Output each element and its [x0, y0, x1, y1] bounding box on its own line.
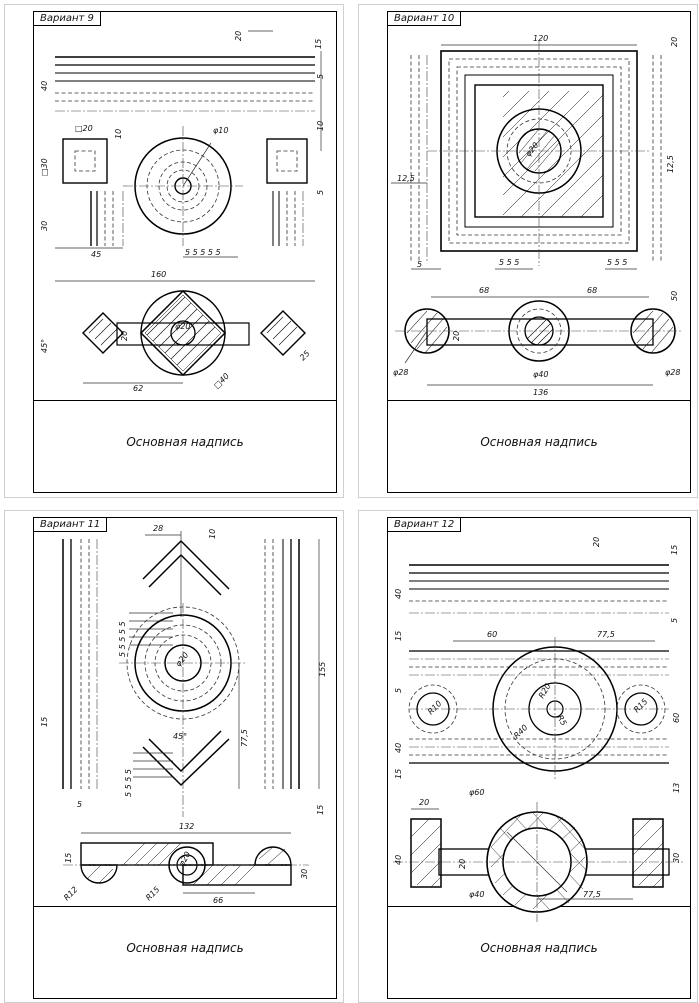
dim-12-5-right: 12,5: [666, 155, 675, 173]
dim-555-left: 5 5 5: [499, 258, 519, 267]
dim-77-5: 77,5: [240, 729, 249, 747]
dim-5: 5: [77, 800, 82, 809]
dim-66: 66: [213, 896, 223, 905]
dim-phi10: φ10: [213, 126, 228, 135]
dim-phi60: φ60: [469, 788, 484, 797]
dim-r40: R40: [512, 723, 530, 741]
title-block: Основная надпись: [34, 400, 336, 493]
dim-40: 40: [40, 81, 49, 91]
sheet-variant-10: Вариант 10 Основная надпись 120 20: [358, 4, 698, 498]
dim-160: 160: [151, 270, 166, 279]
drawing-variant-10: 120 20 φ20: [391, 34, 683, 397]
dim-30: 30: [300, 869, 309, 879]
variant-title: Вариант 12: [388, 518, 462, 532]
dim-68-left: 68: [479, 286, 489, 295]
dim-60: 60: [487, 630, 497, 639]
title-block-label: Основная надпись: [480, 435, 598, 449]
dim-132: 132: [179, 822, 194, 831]
dim-r12: R12: [62, 885, 80, 903]
dim-155: 155: [318, 662, 327, 677]
title-block: Основная надпись: [34, 906, 336, 999]
dim-120: 120: [533, 34, 548, 43]
dim-sq30: □30: [40, 158, 49, 176]
dim-5-series-bottom: 5 5 5 5: [124, 769, 133, 797]
dim-20-top: 20: [592, 537, 601, 547]
drawing-variant-12: 20 15 40 5 15 60 77,5: [393, 537, 683, 922]
variant-title: Вариант 11: [34, 518, 108, 532]
dim-r10: R10: [426, 699, 444, 717]
dim-77-5: 77,5: [597, 630, 615, 639]
dim-sq40: □40: [212, 371, 231, 390]
dim-68-right: 68: [587, 286, 597, 295]
dim-10-left: 10: [114, 129, 123, 139]
title-block: Основная надпись: [388, 400, 690, 493]
title-block-label: Основная надпись: [126, 435, 244, 449]
dim-20: 20: [670, 37, 679, 47]
dim-5-right: 5: [316, 74, 325, 79]
dim-45deg: 45°: [173, 732, 187, 741]
dim-20-bottom: 20: [120, 331, 129, 341]
dim-r20: R20: [537, 682, 553, 700]
dim-30: 30: [40, 221, 49, 231]
dim-5-series: 5 5 5 5 5: [185, 248, 221, 257]
dim-62: 62: [133, 384, 143, 393]
dim-40-left: 40: [394, 743, 403, 753]
variant-title: Вариант 10: [388, 12, 462, 26]
dim-phi40: φ40: [533, 370, 548, 379]
sheet-variant-12: Вариант 12 Основная надпись 20 15 40 5 1…: [358, 510, 698, 1003]
dim-10-right: 10: [316, 121, 325, 131]
dim-20-mid: 20: [458, 859, 467, 869]
dim-phi40: φ40: [469, 890, 484, 899]
drawing-variant-11: 28 10 155 15 5 5 5 5 5: [40, 524, 327, 905]
dim-15-left-bottom: 15: [394, 769, 403, 779]
dim-5-mid: 5: [316, 190, 325, 195]
variant-title: Вариант 9: [34, 12, 101, 26]
drawing-frame: Вариант 10 Основная надпись: [387, 11, 691, 493]
sheet-variant-11: Вариант 11 Основная надпись 28 10 15: [4, 510, 344, 1003]
dim-20: 20: [452, 331, 461, 341]
dim-45deg: 45°: [40, 339, 49, 353]
dim-15-left: 15: [394, 631, 403, 641]
dim-15-top: 15: [670, 545, 679, 555]
dim-r15: R15: [632, 697, 650, 715]
dim-30: 30: [672, 853, 681, 863]
dim-50: 50: [670, 291, 679, 301]
sheet-variant-9: Вариант 9 Основная надпись 20 15 40 5 10…: [4, 4, 344, 498]
dim-12-5-left: 12,5: [397, 174, 415, 183]
dim-15-top: 15: [314, 39, 323, 49]
dim-10: 10: [208, 529, 217, 539]
dim-phi28-left: φ28: [393, 368, 408, 377]
dim-5-top: 5: [670, 618, 679, 623]
dim-phi20: φ20: [174, 651, 191, 669]
dim-5-series-top: 5 5 5 5 5: [118, 621, 127, 657]
drawing-frame: Вариант 12 Основная надпись: [387, 517, 691, 999]
dim-15-right: 15: [316, 805, 325, 815]
dim-28: 28: [153, 524, 163, 533]
dim-13: 13: [672, 783, 681, 793]
dim-40-top: 40: [394, 589, 403, 599]
dim-phi28-right: φ28: [665, 368, 680, 377]
dim-77-5-bottom: 77,5: [583, 890, 601, 899]
drawing-variant-9: 20 15 40 5 10 □20 10 □30 φ10 5: [40, 30, 325, 393]
dim-5-left: 5: [394, 688, 403, 693]
dim-5-left: 5: [417, 260, 422, 269]
drawing-frame: Вариант 11 Основная надпись: [33, 517, 337, 999]
dim-phi20: φ20: [175, 322, 190, 331]
dim-40-bottom: 40: [394, 855, 403, 865]
dim-136: 136: [533, 388, 548, 397]
dim-r5: R5: [555, 714, 568, 728]
dim-60-right: 60: [672, 713, 681, 723]
title-block-label: Основная надпись: [126, 941, 244, 955]
dim-20-bottom: 20: [419, 798, 429, 807]
dim-20-top: 20: [234, 31, 243, 41]
dim-sq20: □20: [75, 124, 93, 133]
dim-555-right: 5 5 5: [607, 258, 627, 267]
dim-r15: R15: [144, 885, 162, 903]
dim-15-left: 15: [40, 717, 49, 727]
drawing-frame: Вариант 9 Основная надпись: [33, 11, 337, 493]
title-block-label: Основная надпись: [480, 941, 598, 955]
dim-15-bottom: 15: [64, 853, 73, 863]
dim-45: 45: [91, 250, 101, 259]
dim-25: 25: [298, 349, 312, 363]
